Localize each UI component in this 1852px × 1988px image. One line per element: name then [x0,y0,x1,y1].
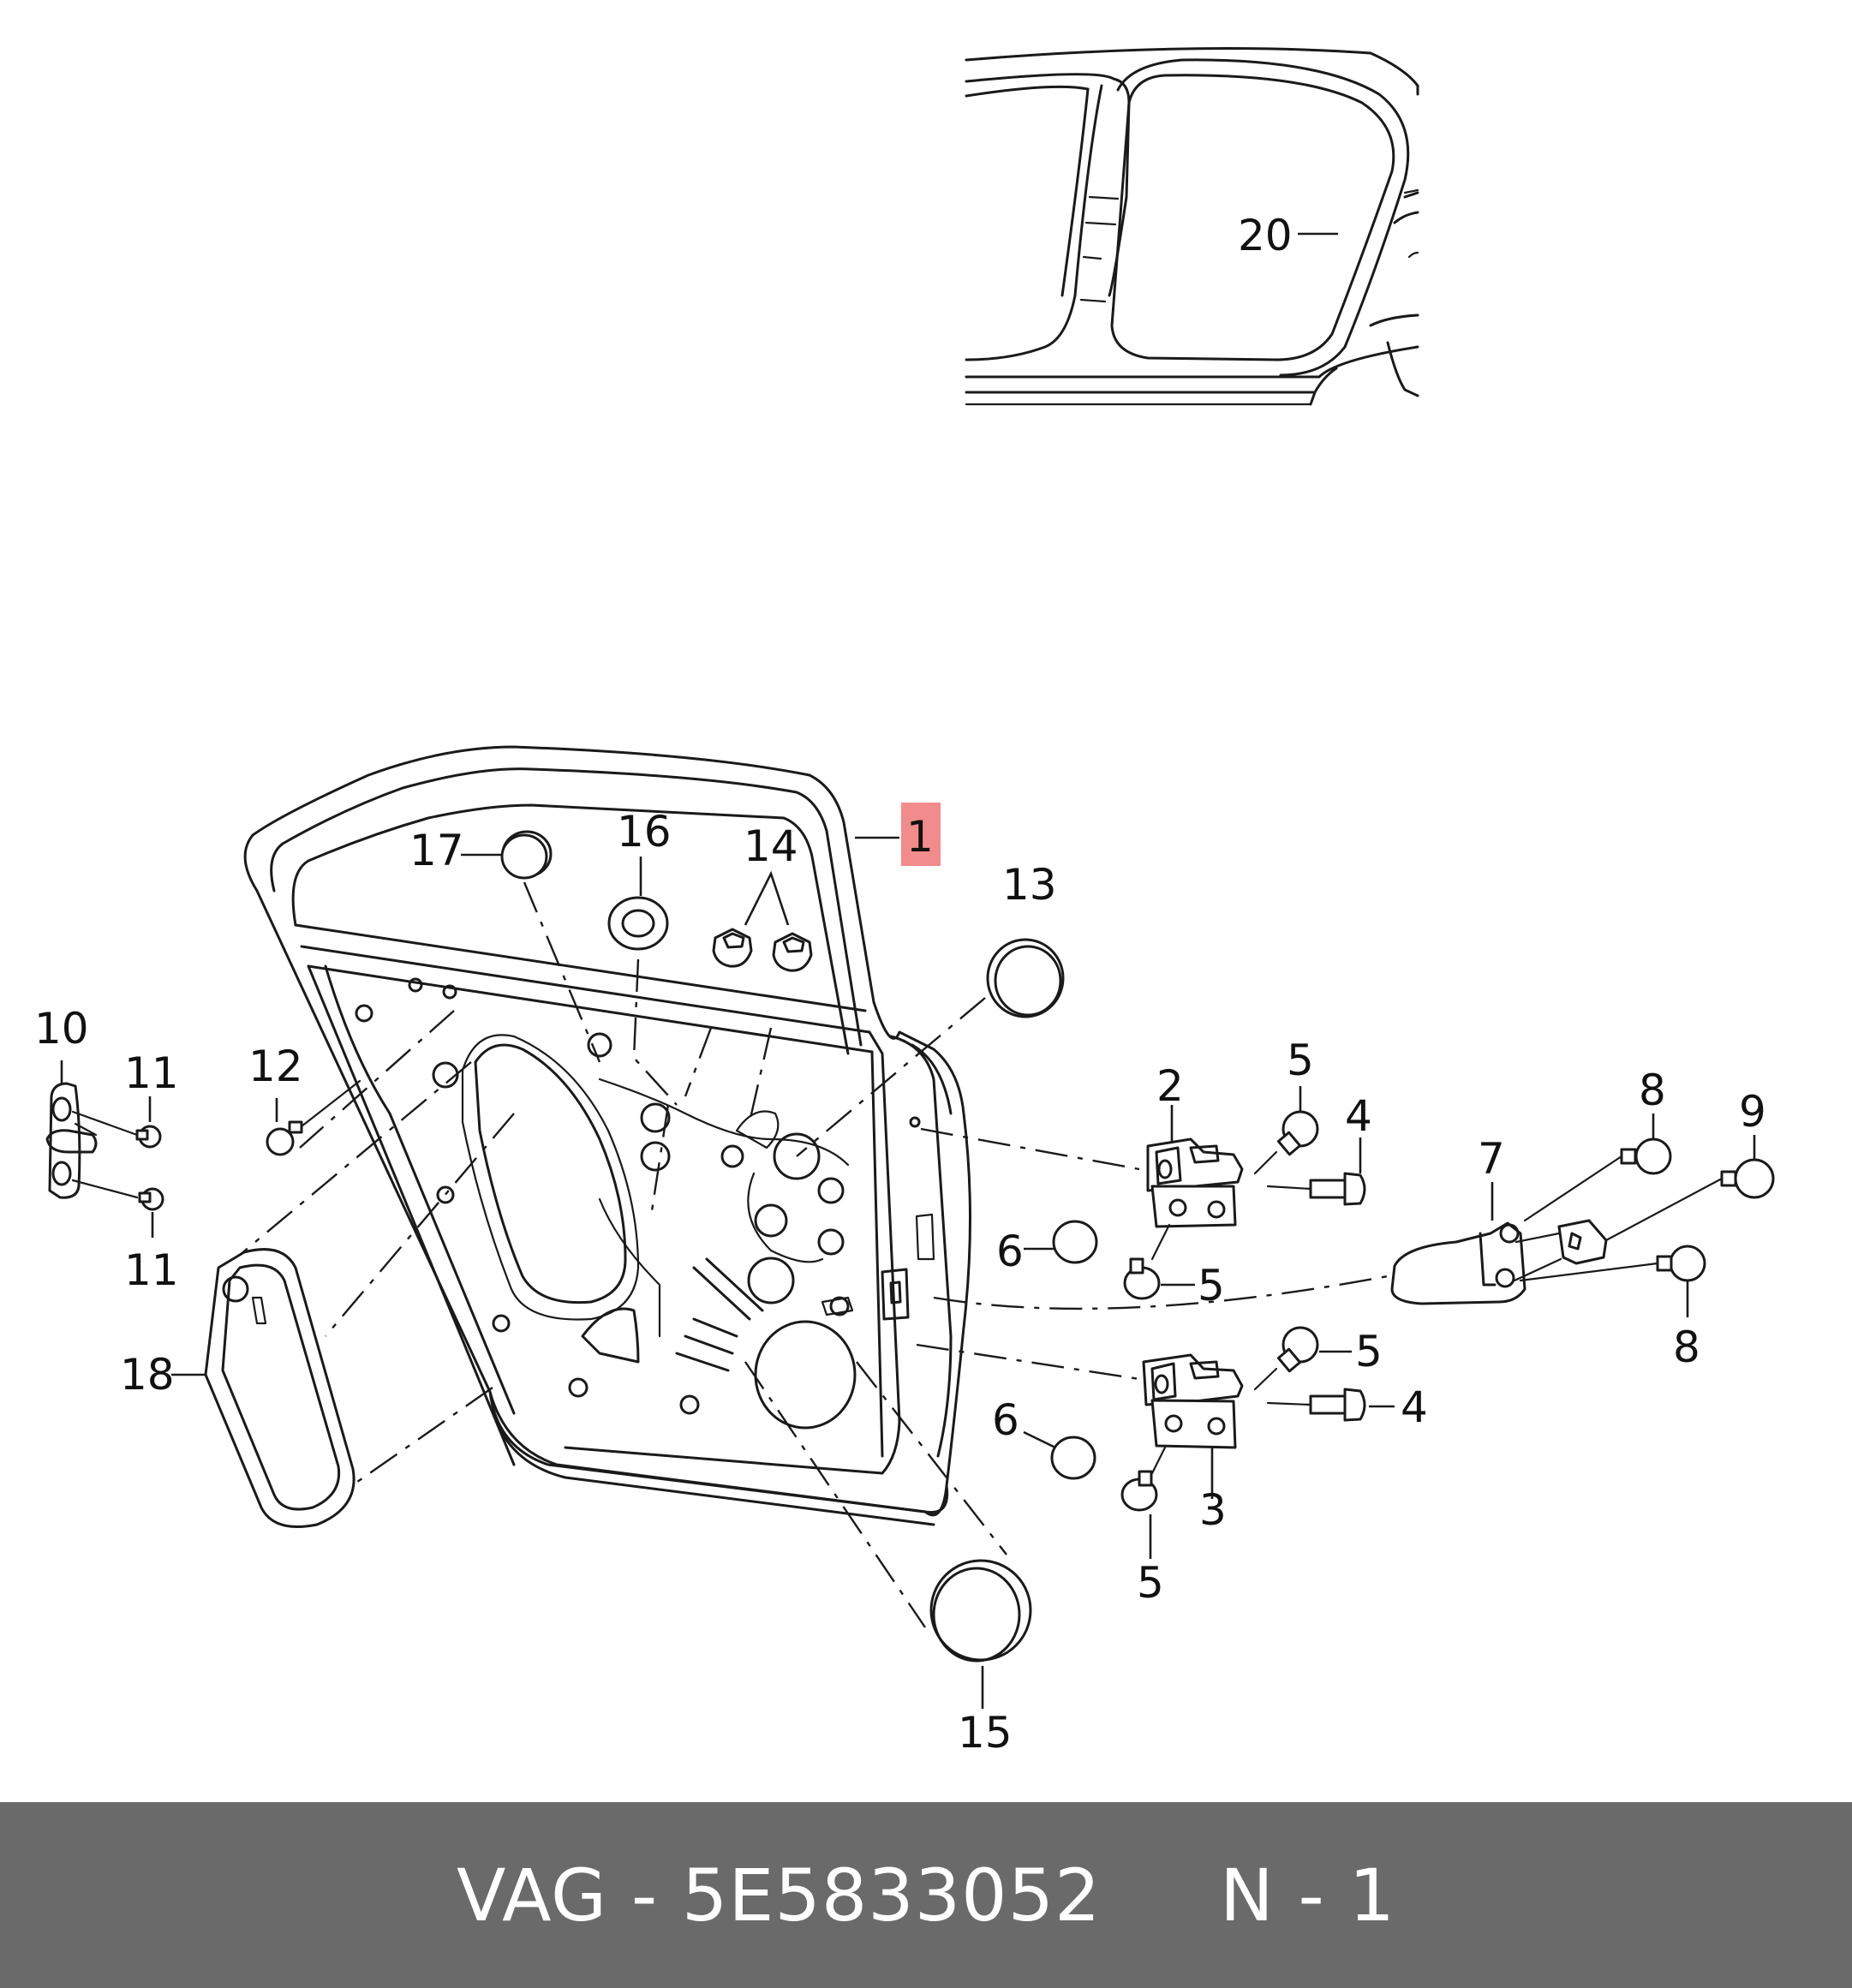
callout-15: 15 [958,1708,1013,1758]
highlight-callout-1 [901,803,941,866]
callout-16: 16 [617,807,672,857]
plug-part-12 [266,1079,361,1156]
exploded-door-diagram: 20 [34,47,1775,1758]
hinge-upper-part-2 [1024,1086,1366,1300]
callout-12: 12 [248,1042,303,1091]
callout-4-lower: 4 [1401,1382,1428,1432]
callout-labels: 1 2 3 4 4 5 5 5 5 6 6 7 8 8 9 10 11 11 1… [34,803,1766,1758]
callout-6-lower: 6 [992,1395,1019,1445]
assembly-lines [239,881,1389,1628]
callout-11-upper: 11 [124,1048,179,1098]
callout-18: 18 [120,1350,175,1400]
callout-8-upper: 8 [1639,1066,1666,1115]
callout-2: 2 [1156,1061,1184,1111]
callout-5-upper-bottom: 5 [1198,1261,1225,1310]
callout-1: 1 [906,812,934,862]
callout-14: 14 [744,821,798,871]
callout-17: 17 [409,826,464,875]
seal-part-18 [204,1248,355,1528]
grommet-part-16 [607,857,669,951]
footer-text: VAG - 5E5833052 N - 1 [456,1853,1396,1937]
cover-part-15 [929,1559,1032,1709]
callout-7: 7 [1478,1134,1505,1184]
hinge-lower-part-3 [1023,1326,1395,1559]
callout-5-lower-top: 5 [1355,1327,1383,1376]
striker-part-10 [45,1060,164,1238]
callout-13: 13 [1002,860,1057,910]
clips-part-14 [712,870,813,972]
footer-part-number: 5E5833052 [681,1853,1102,1937]
callout-5-lower-bottom: 5 [1137,1558,1164,1608]
plug-part-17 [461,830,553,880]
body-inset: 20 [965,47,1419,406]
callout-20: 20 [1238,211,1293,260]
callout-9: 9 [1739,1087,1766,1137]
callout-11-lower: 11 [124,1245,179,1295]
cover-part-13 [986,938,1065,1018]
door-check-part-7 [1390,1113,1775,1317]
callout-6-upper: 6 [996,1227,1024,1276]
door-shell [243,745,971,1526]
callout-4-upper: 4 [1345,1091,1372,1141]
callout-5-upper-top: 5 [1287,1036,1314,1085]
callout-10: 10 [34,1004,89,1054]
footer-bar: VAG - 5E5833052 N - 1 [0,1802,1852,1988]
footer-brand: VAG [456,1853,608,1937]
footer-position: N - 1 [1220,1853,1396,1937]
callout-8-lower: 8 [1673,1322,1700,1372]
callout-3: 3 [1199,1485,1227,1535]
